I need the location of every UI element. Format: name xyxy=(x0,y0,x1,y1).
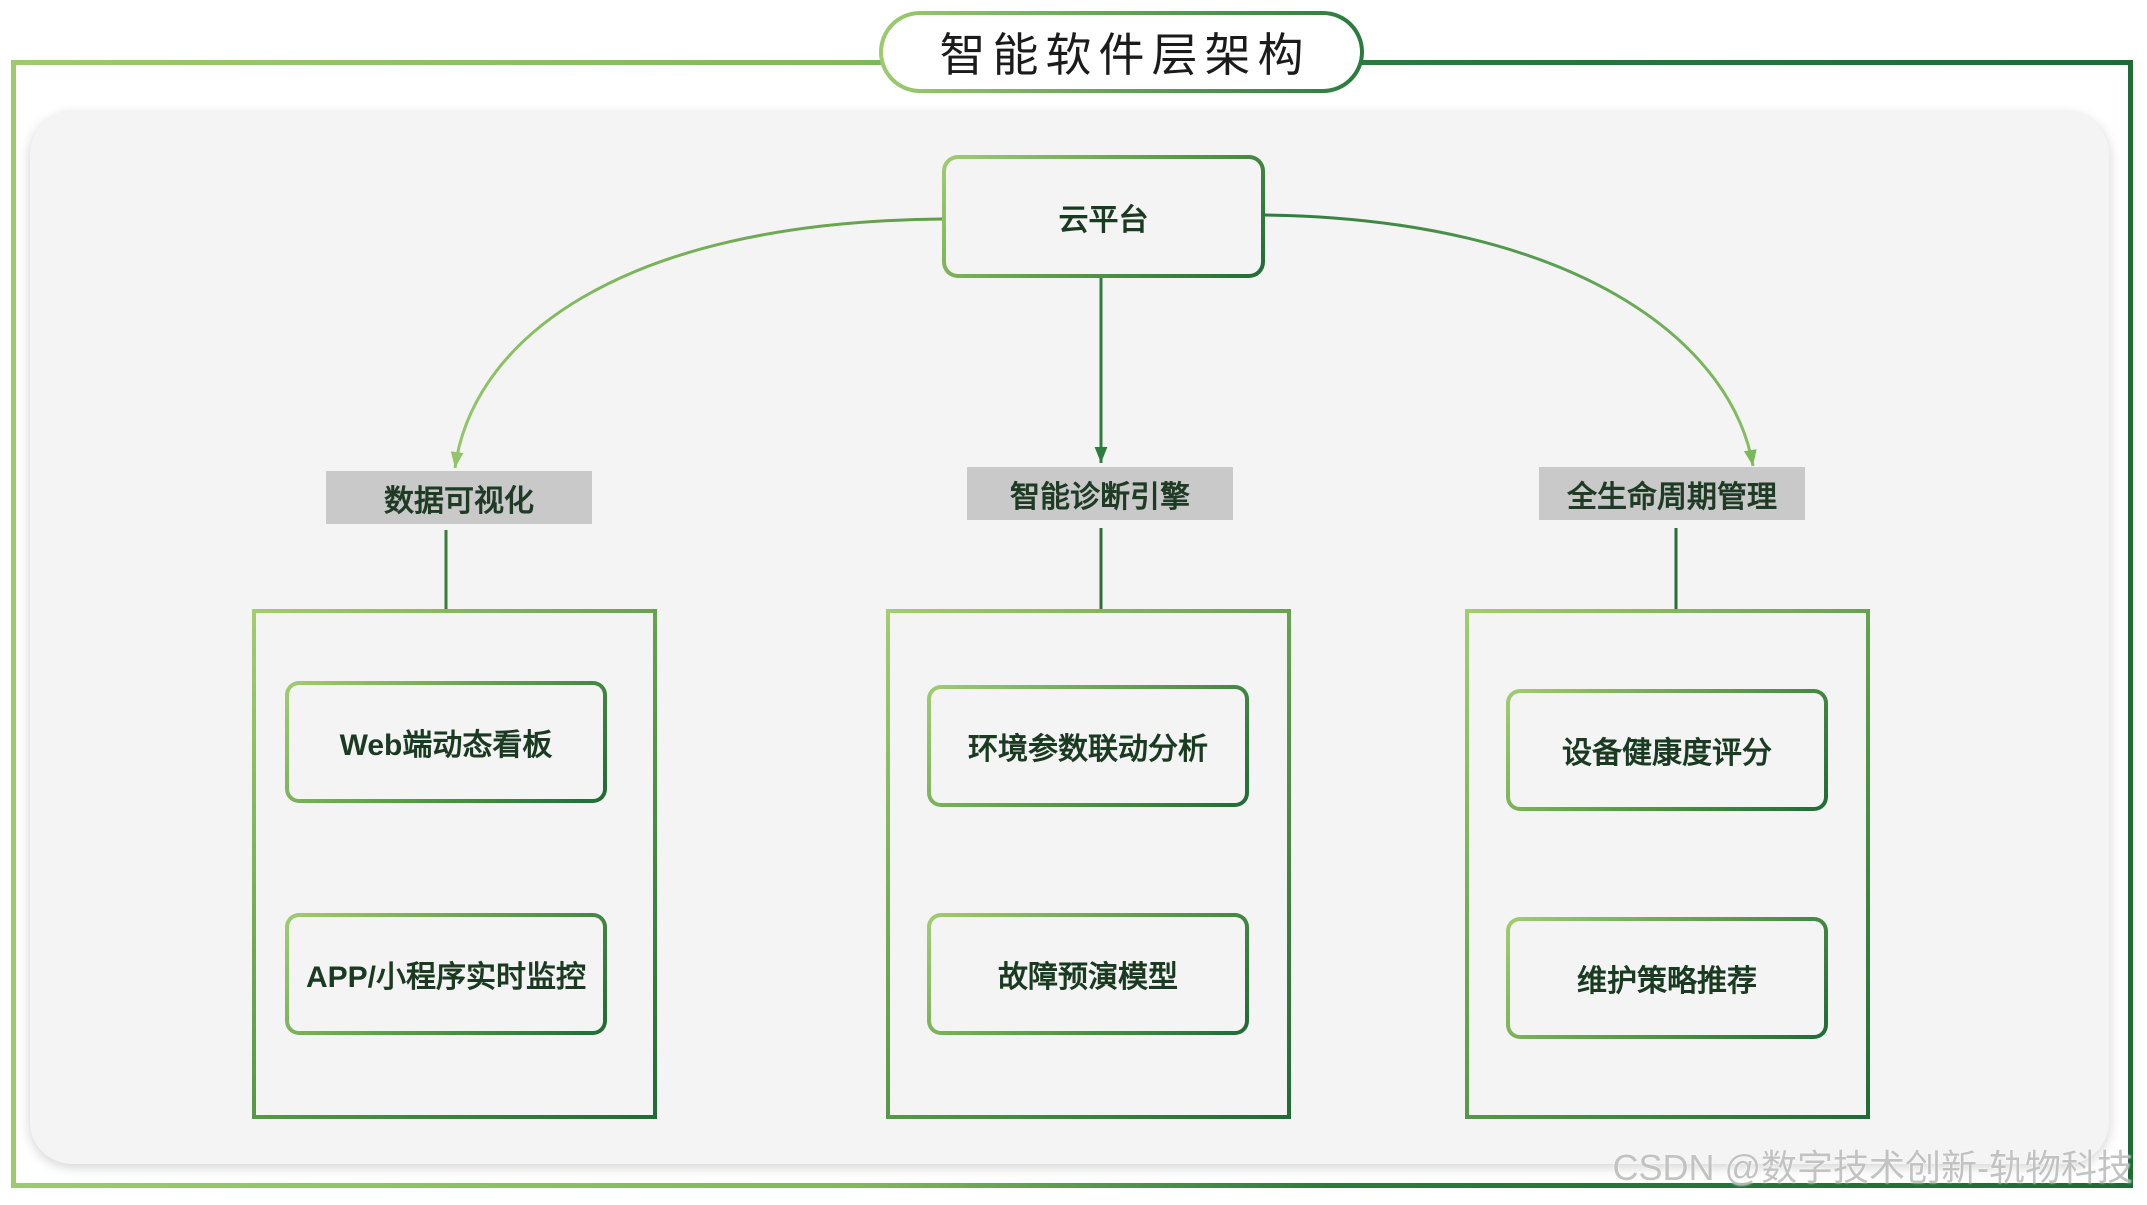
branch-label-lifecycle-management: 全生命周期管理 xyxy=(1539,467,1805,520)
item-label: APP/小程序实时监控 xyxy=(305,961,587,994)
item-environment-analysis: 环境参数联动分析 xyxy=(927,685,1249,807)
item-maintenance-recommendation: 维护策略推荐 xyxy=(1506,917,1828,1039)
item-label: 设备健康度评分 xyxy=(1562,737,1772,770)
title-pill: 智能软件层架构 xyxy=(879,11,1364,93)
item-label: 故障预演模型 xyxy=(998,961,1178,994)
branch-label-data-visualization: 数据可视化 xyxy=(326,471,592,524)
item-health-score: 设备健康度评分 xyxy=(1506,689,1828,811)
cloud-platform-node: 云平台 xyxy=(942,155,1265,278)
connector-cloud-to-lifecycle-management xyxy=(1264,213,1757,467)
cloud-platform-label: 云平台 xyxy=(1058,203,1149,237)
item-web-dashboard: Web端动态看板 xyxy=(285,681,607,803)
item-label: Web端动态看板 xyxy=(339,729,553,762)
item-app-monitoring: APP/小程序实时监控 xyxy=(285,913,607,1035)
connector-cloud-to-data-visualization xyxy=(450,217,943,469)
item-label: 环境参数联动分析 xyxy=(968,733,1208,766)
diagram-title: 智能软件层架构 xyxy=(939,29,1311,81)
watermark: CSDN @数字技术创新-轨物科技 xyxy=(1612,1147,2133,1188)
item-fault-simulation: 故障预演模型 xyxy=(927,913,1249,1035)
item-label: 维护策略推荐 xyxy=(1577,965,1757,998)
branch-label-diagnosis-engine: 智能诊断引擎 xyxy=(967,467,1233,520)
module-lifecycle-management xyxy=(1465,609,1870,1119)
